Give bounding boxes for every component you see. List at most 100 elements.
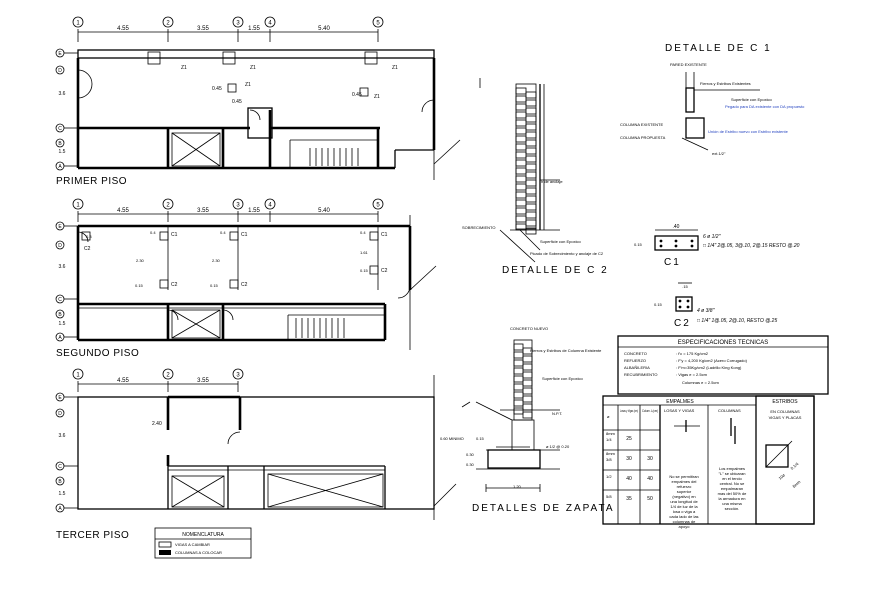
spec-title: ESPECIFICACIONES TECNICAS [678, 340, 769, 346]
brick [515, 215, 527, 223]
brick [522, 411, 533, 419]
axis-label: 3 [236, 21, 240, 27]
row-label: D [58, 68, 62, 74]
annotation: PARED EXISTENTE [670, 62, 707, 67]
door-swings [77, 69, 435, 121]
brick [525, 139, 537, 147]
empalme-diameter: 1/2 [606, 474, 612, 479]
dimension-text: 0.45 [212, 86, 222, 92]
detail-title: DETALLE DE C 1 [665, 43, 772, 54]
spec-key: RECUBRIMIENTO [624, 372, 657, 377]
table-title: ESTRIBOS [772, 399, 798, 405]
annotation: 0.30 [466, 462, 475, 467]
brick [525, 131, 537, 139]
brick [515, 151, 527, 159]
annotation: CONCRETO NUEVO [510, 326, 548, 331]
axis-label: 2 [166, 203, 170, 209]
axis-label: 4 [268, 21, 272, 27]
empalme-columnas-value: 40 [647, 476, 653, 482]
brick [522, 347, 533, 355]
annotation: COLUMNA PROPUESTA [620, 135, 666, 140]
column-markers: C2 C1 C1 C1 C2 C2 C2 0.3 0.4 0.4 0.4 2.3… [81, 230, 388, 289]
brick [513, 391, 524, 399]
dimension-chain: 4.55 3.55 1.55 5.40 [77, 26, 379, 42]
brick [525, 219, 537, 227]
voids [171, 309, 221, 339]
brick [513, 367, 524, 375]
row-label: A [58, 506, 62, 512]
axis-label: 1 [76, 373, 80, 379]
annotation: Picado de Sobrecimiento y anclaje de C2 [530, 251, 604, 256]
brick [515, 199, 527, 207]
dimension-text: 0.15 [135, 283, 144, 288]
spec-value: Columnas e = 2.5cm [682, 380, 719, 385]
column-tag: C1 [381, 232, 388, 238]
axis-label: 3 [236, 373, 240, 379]
brick [513, 407, 524, 415]
brick [515, 183, 527, 191]
brick [522, 403, 533, 411]
dimension-text: 3.6 [59, 433, 66, 439]
dimension-text: 3.6 [59, 264, 66, 270]
dimension-text: 2.40 [152, 421, 162, 427]
brick [515, 207, 527, 215]
column-tag: Z1 [245, 82, 251, 88]
row-label: A [58, 335, 62, 341]
detail-title: DETALLE DE C 2 [502, 265, 609, 276]
row-label: E [58, 51, 62, 57]
plan-segundo-piso: 1 2 3 4 5 4.55 3.55 1.55 5.40 E D C B A [55, 198, 412, 359]
detalles-zapata: 1.20 CONCRETO NUEVO Fierros y Estribos d… [440, 326, 613, 514]
dimension-text: 1.20 [513, 484, 522, 489]
voids [171, 473, 384, 508]
row-bubbles: E D C B A 3.6 1.5 [55, 221, 78, 342]
plan-title: PRIMER PISO [56, 176, 127, 187]
annotation: Fierros y Estribos de Columna Existente [530, 348, 602, 353]
brick [525, 115, 537, 123]
dimension-text: 1.5 [59, 491, 66, 497]
row-label: D [58, 411, 62, 417]
annotation: SOBRECIMIENTO [462, 225, 496, 230]
axis-bubbles: 1 2 3 4 5 [72, 16, 384, 28]
dimension-text: 5.40 [318, 26, 330, 32]
annotation: Superficie con Epoxico [540, 239, 581, 244]
plan-edge-lines [409, 50, 461, 520]
brick [525, 155, 537, 163]
column-header: Losas y Vigas (cm) [620, 408, 638, 413]
table-title: EMPALMES [666, 399, 694, 405]
brick [515, 143, 527, 151]
legend-item: VIGAS A CAMBIAR [175, 542, 210, 547]
annotation: 0.60 MINIMO [440, 436, 464, 441]
row-label: C [58, 126, 62, 132]
brick [515, 175, 527, 183]
dimension-text: 3.55 [197, 208, 209, 214]
annotation: N.P.T. [552, 411, 562, 416]
dimension-text: .15 [682, 284, 688, 289]
brick [513, 399, 524, 407]
brick [515, 87, 527, 95]
annotation: ø 1/2 @ 0.20 [546, 444, 570, 449]
stairs [295, 318, 345, 338]
spec-key: CONCRETO [624, 351, 647, 356]
empalme-losas-value: 40 [626, 476, 632, 482]
plan-title: TERCER PISO [56, 530, 129, 541]
column-tag: C2 [171, 282, 178, 288]
dimension-text: 0.4 [150, 230, 156, 235]
column-header: ø [607, 414, 610, 419]
column-header: LOSAS Y VIGAS [664, 408, 695, 413]
annotation: 0.30 [466, 452, 475, 457]
annotation: Unión de Estribo nuevo con Estribo exist… [708, 129, 789, 134]
brick [513, 375, 524, 383]
dimension-text: 4.55 [117, 26, 129, 32]
brick [525, 203, 537, 211]
brick [522, 363, 533, 371]
column-tag: Z1 [250, 65, 256, 71]
stirrup-spec: □ 1/4" 1@.05, 2@.10, RESTO @.25 [697, 318, 777, 324]
column-tag: Z1 [392, 65, 398, 71]
axis-label: 3 [236, 203, 240, 209]
section-name: C1 [664, 257, 681, 268]
brick [525, 147, 537, 155]
dimension-text: 0.1/4 [789, 461, 800, 471]
empalmes-table: EMPALMES ESTRIBOS ø Losas y Vigas (cm) C… [602, 395, 815, 529]
